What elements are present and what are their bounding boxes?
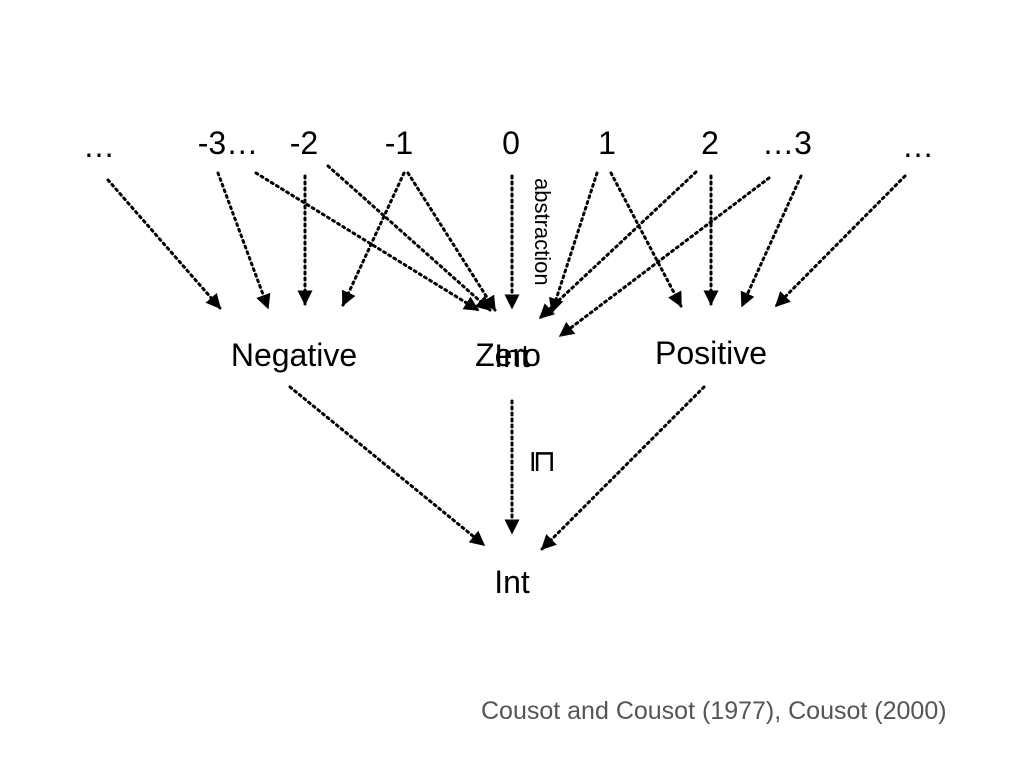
edge-ellipsis-right-to-positive [774, 174, 907, 308]
concrete-value-zero: 0 [502, 125, 520, 161]
concrete-value-one: 1 [598, 125, 616, 161]
edge-negative-to-int [288, 385, 486, 547]
edge-ellipsis-left-to-negative [106, 178, 222, 310]
concrete-value-minus-2: -2 [289, 125, 319, 161]
edge-minus-1-to-negative [341, 171, 406, 307]
concrete-value-minus-1: -1 [384, 125, 414, 161]
node-zero: Zero [475, 337, 541, 373]
edges-group [106, 164, 907, 551]
edge-three-to-positive [740, 174, 803, 308]
node-int: Int [494, 564, 530, 600]
edge-positive-to-int [540, 385, 706, 551]
edge-minus-3-to-negative [216, 171, 271, 310]
concrete-value-ellipsis-left: … [83, 128, 115, 164]
edge-minus-3-to-zero [254, 171, 480, 312]
edge-one-to-positive [609, 171, 683, 308]
node-int-overlap: Int [494, 338, 530, 374]
concrete-value-minus-3: -3… [197, 125, 259, 161]
concrete-value-two: 2 [701, 125, 719, 161]
concrete-value-three: …3 [762, 125, 812, 161]
edge-one-to-zero [549, 171, 599, 314]
concrete-value-ellipsis-right: … [902, 128, 934, 164]
edge-three-to-zero [558, 176, 771, 338]
order-symbol-label: ⊑ [527, 449, 560, 475]
edge-two-to-zero [538, 170, 698, 320]
edge-minus-2-to-zero [326, 164, 492, 312]
abstraction-label: abstraction [530, 178, 555, 286]
node-positive: Positive [654, 335, 768, 371]
citation: Cousot and Cousot (1977), Cousot (2000) [481, 697, 947, 725]
edge-minus-1-to-zero [406, 171, 497, 312]
node-negative: Negative [230, 337, 358, 373]
